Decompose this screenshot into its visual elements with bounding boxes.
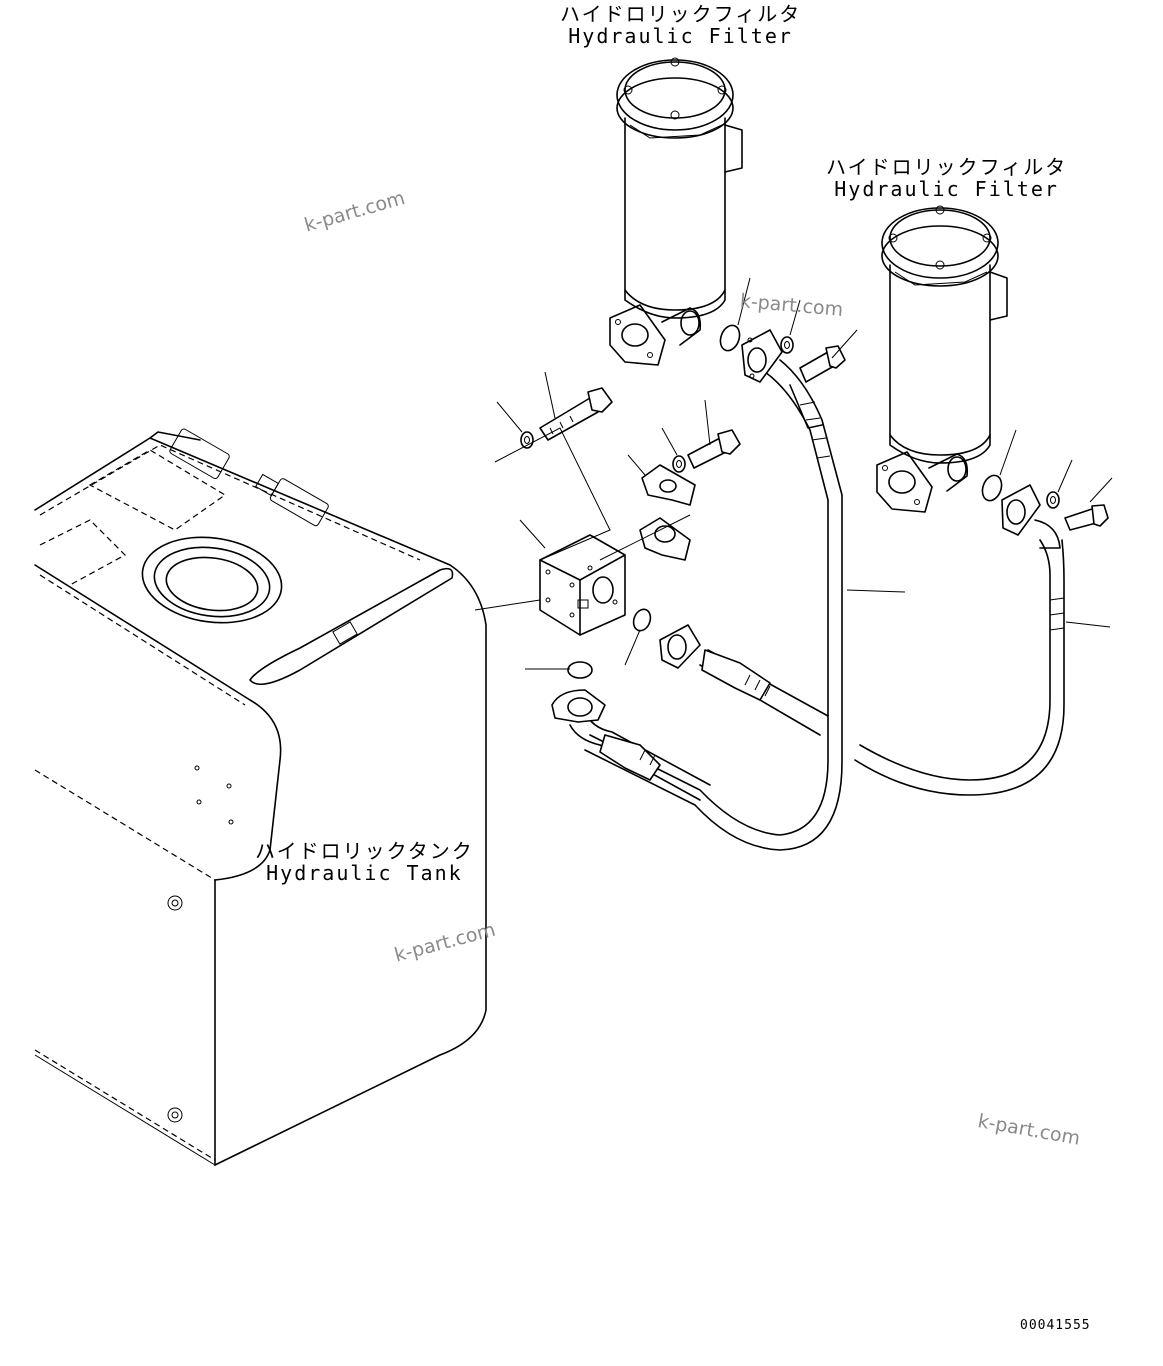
hydraulic-tank (34, 428, 487, 1166)
hydraulic-filter-top (609, 57, 743, 366)
filter-right-label: ハイドロリックフィルタ Hydraulic Filter (826, 156, 1067, 200)
bolts (539, 345, 1109, 531)
filter-top-label-en: Hydraulic Filter (568, 24, 793, 48)
hose-right-filter (854, 484, 1065, 796)
tank-label: ハイドロリックタンク Hydraulic Tank (255, 840, 474, 884)
tank-label-jp: ハイドロリックタンク (255, 839, 474, 863)
drawing-code: 00041555 (1020, 1318, 1091, 1333)
leader-lines (474, 277, 1113, 670)
tank-label-en: Hydraulic Tank (266, 861, 463, 885)
filter-top-label: ハイドロリックフィルタ Hydraulic Filter (560, 3, 801, 47)
filter-right-label-en: Hydraulic Filter (834, 177, 1059, 201)
filter-top-label-jp: ハイドロリックフィルタ (560, 2, 802, 26)
filter-right-label-jp: ハイドロリックフィルタ (826, 155, 1068, 179)
manifold-block (539, 534, 626, 636)
hose-block-bottom (551, 689, 711, 801)
split-flange-clamps (639, 464, 696, 561)
washers-orings (520, 324, 1060, 679)
hydraulic-filter-right (876, 205, 1008, 513)
hose-block-right (659, 624, 829, 736)
hose-top-filter (584, 329, 843, 851)
